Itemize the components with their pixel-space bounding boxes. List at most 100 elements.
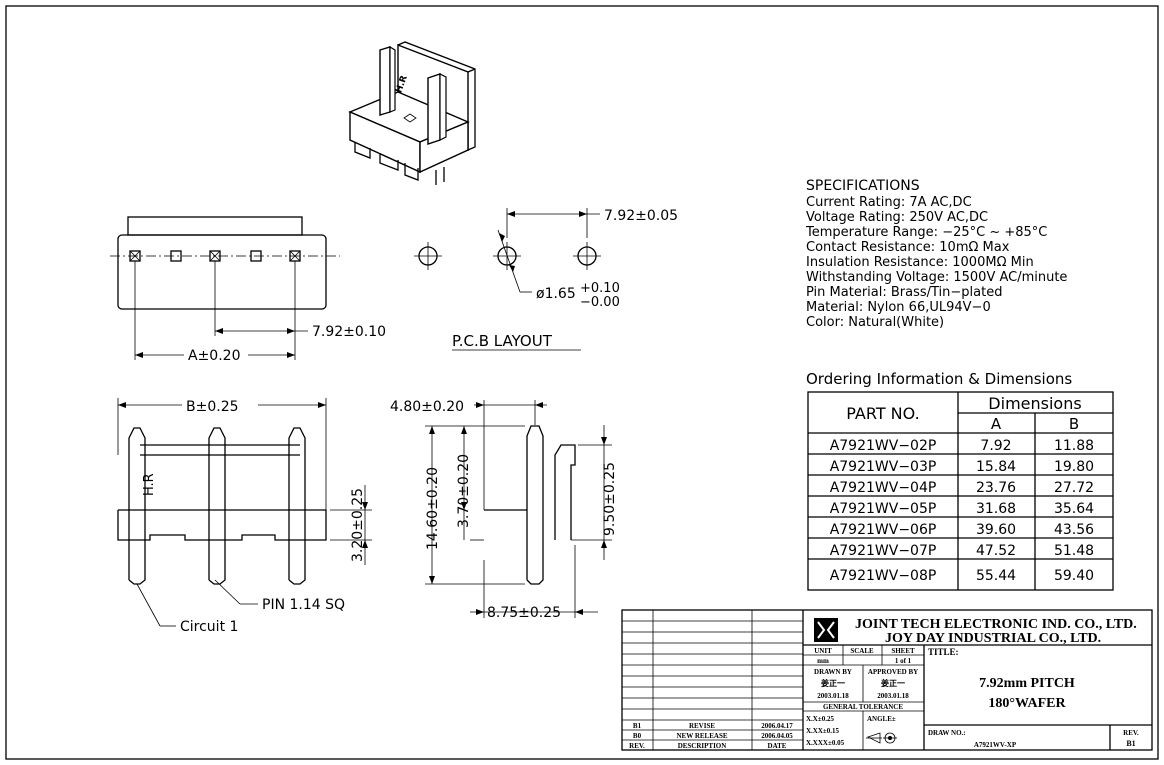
svg-text:47.52: 47.52	[976, 543, 1016, 559]
pcb-layout: 7.92±0.05 ø1.65 +0.10 −0.00 P.C.B LAYOUT	[414, 208, 678, 351]
svg-text:2006.04.05: 2006.04.05	[761, 732, 793, 740]
side-width-dim: 4.80±0.20	[390, 399, 464, 415]
front-pin-squares	[129, 250, 301, 262]
svg-text:mm: mm	[817, 657, 829, 665]
svg-text:SHEET: SHEET	[891, 647, 915, 655]
svg-text:APPROVED BY: APPROVED BY	[868, 668, 918, 676]
table-row: A7921WV−08P 55.44 59.40	[830, 568, 1094, 584]
depth-dim: 8.75±0.25	[487, 605, 561, 621]
svg-text:姜正一: 姜正一	[821, 678, 845, 688]
hole-tol-plus: +0.10	[580, 281, 620, 296]
svg-text:7.92: 7.92	[980, 438, 1011, 454]
svg-text:A7921WV−07P: A7921WV−07P	[830, 543, 937, 559]
col-dims-header: Dimensions	[988, 394, 1081, 413]
circuit-label: Circuit 1	[180, 619, 238, 635]
spec-line: Voltage Rating: 250V AC,DC	[806, 210, 988, 225]
svg-text:15.84: 15.84	[976, 459, 1016, 475]
table-row: A7921WV−04P 23.76 27.72	[830, 480, 1094, 496]
svg-text:DRAW NO.:: DRAW NO.:	[928, 729, 966, 737]
svg-text:31.68: 31.68	[976, 501, 1016, 517]
spec-line: Contact Resistance: 10mΩ Max	[806, 240, 1010, 255]
svg-text:REV.: REV.	[629, 742, 645, 750]
table-row: A7921WV−07P 47.52 51.48	[830, 543, 1094, 559]
pin-length-dim: 9.50±0.25	[602, 462, 618, 536]
svg-text:2006.04.17: 2006.04.17	[761, 722, 793, 730]
drawing-number: A7921WV-XP	[974, 741, 1017, 749]
spec-line: Material: Nylon 66,UL94V−0	[806, 300, 991, 315]
svg-text:B1: B1	[633, 722, 642, 730]
col-a-header: A	[991, 415, 1002, 433]
svg-text:2003.01.18: 2003.01.18	[817, 692, 849, 700]
ordering-heading: Ordering Information & Dimensions	[806, 370, 1072, 388]
svg-text:GENERAL TOLERANCE: GENERAL TOLERANCE	[823, 703, 903, 711]
svg-text:A7921WV−08P: A7921WV−08P	[830, 568, 937, 584]
svg-text:REVISE: REVISE	[689, 722, 715, 730]
svg-text:55.44: 55.44	[976, 568, 1016, 584]
svg-text:姜正一: 姜正一	[881, 678, 905, 688]
svg-text:11.88: 11.88	[1054, 438, 1094, 454]
svg-text:REV.: REV.	[1123, 729, 1139, 737]
svg-text:27.72: 27.72	[1054, 480, 1094, 496]
svg-text:B0: B0	[633, 732, 642, 740]
projection-symbol	[866, 732, 897, 744]
specifications: SPECIFICATIONS Current Rating: 7A AC,DC …	[805, 178, 1067, 330]
svg-text:51.48: 51.48	[1054, 543, 1094, 559]
dim-a-label: A±0.20	[188, 348, 240, 364]
pcb-layout-title: P.C.B LAYOUT	[452, 332, 553, 350]
svg-text:35.64: 35.64	[1054, 501, 1094, 517]
front-pitch-dim: 7.92±0.10	[312, 324, 386, 340]
svg-text:1 of 1: 1 of 1	[895, 657, 912, 665]
spec-line: Color: Natural(White)	[806, 315, 944, 330]
svg-text:59.40: 59.40	[1054, 568, 1094, 584]
spec-line: Current Rating: 7A AC,DC	[806, 195, 972, 210]
title-block: B1 REVISE 2006.04.17 B0 NEW RELEASE 2006…	[621, 609, 1153, 751]
spec-line: Pin Material: Brass/Tin−plated	[806, 285, 1002, 300]
svg-text:2003.01.18: 2003.01.18	[877, 692, 909, 700]
pin-label: PIN 1.14 SQ	[262, 597, 345, 613]
hole-dia-label: ø1.65	[536, 286, 576, 302]
company-logo	[814, 618, 838, 642]
svg-text:DRAWN BY: DRAWN BY	[814, 668, 852, 676]
company-name-2: JOY DAY INDUSTRIAL CO., LTD.	[885, 631, 1101, 646]
col-part-header: PART NO.	[846, 404, 919, 423]
spec-line: Withstanding Voltage: 1500V AC/minute	[806, 270, 1067, 285]
isometric-view: H.R	[348, 41, 476, 185]
svg-text:DESCRIPTION: DESCRIPTION	[678, 742, 727, 750]
base-height-dim: 3.20±0.25	[350, 488, 366, 562]
revision-value: B1	[1126, 739, 1135, 748]
height-upper-dim: 3.70±0.20	[456, 454, 472, 528]
svg-text:X.XX±0.15: X.XX±0.15	[806, 727, 840, 735]
specs-heading: SPECIFICATIONS	[806, 178, 920, 194]
title-line-2: 180°WAFER	[988, 696, 1066, 711]
table-row: A7921WV−06P 39.60 43.56	[830, 522, 1094, 538]
svg-text:39.60: 39.60	[976, 522, 1016, 538]
svg-text:A7921WV−06P: A7921WV−06P	[830, 522, 937, 538]
svg-text:DATE: DATE	[768, 742, 787, 750]
svg-text:A7921WV−04P: A7921WV−04P	[830, 480, 937, 496]
side-view-middle: 4.80±0.20 14.60±0.20 3.70±0.20 9.50±0.25	[390, 399, 618, 621]
side-view-left: B±0.25 H.R 3.20±0.25 PIN 1.14 SQ Circuit…	[117, 398, 372, 635]
pcb-pitch-dim: 7.92±0.05	[604, 208, 678, 224]
hole-tol-minus: −0.00	[580, 295, 620, 310]
svg-text:X.X±0.25: X.X±0.25	[806, 715, 834, 723]
svg-text:X.XXX±0.05: X.XXX±0.05	[806, 739, 845, 747]
dim-b-label: B±0.25	[186, 399, 239, 415]
side-pins	[128, 427, 306, 585]
ordering-table: Ordering Information & Dimensions PART N…	[806, 370, 1114, 591]
svg-text:19.80: 19.80	[1054, 459, 1094, 475]
svg-text:A7921WV−05P: A7921WV−05P	[830, 501, 937, 517]
svg-text:23.76: 23.76	[976, 480, 1016, 496]
spec-line: Insulation Resistance: 1000MΩ Min	[806, 255, 1034, 270]
table-row: A7921WV−02P 7.92 11.88	[830, 438, 1094, 454]
svg-text:NEW RELEASE: NEW RELEASE	[676, 732, 727, 740]
front-view: 7.92±0.10 A±0.20	[110, 216, 386, 364]
side-marking: H.R	[142, 473, 157, 496]
table-row: A7921WV−05P 31.68 35.64	[830, 501, 1094, 517]
col-b-header: B	[1069, 415, 1079, 433]
title-line-1: 7.92mm PITCH	[979, 676, 1075, 691]
title-label: TITLE:	[928, 647, 959, 657]
svg-text:ANGLE±: ANGLE±	[867, 715, 896, 723]
table-row: A7921WV−03P 15.84 19.80	[830, 459, 1094, 475]
spec-line: Temperature Range: −25°C ~ +85°C	[805, 225, 1047, 240]
